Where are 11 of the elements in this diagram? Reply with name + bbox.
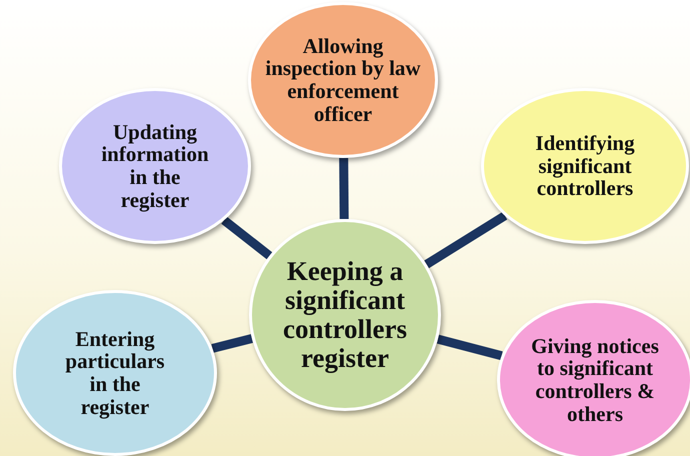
node-label: Identifying significant controllers [534,132,636,200]
node-label: Entering particulars in the register [64,328,166,418]
node-label: Keeping a significant controllers register [282,256,408,374]
connector-bar [424,212,508,268]
node-label: Giving notices to significant controllers & others [531,334,659,426]
node-label: Allowing inspection by law enforcement officer [264,34,422,126]
connector-bar [211,334,254,353]
node-label: Updating information in the register [100,120,210,212]
connector-bar [436,334,503,360]
connector-bar [339,158,349,220]
connector-bar [221,216,272,260]
